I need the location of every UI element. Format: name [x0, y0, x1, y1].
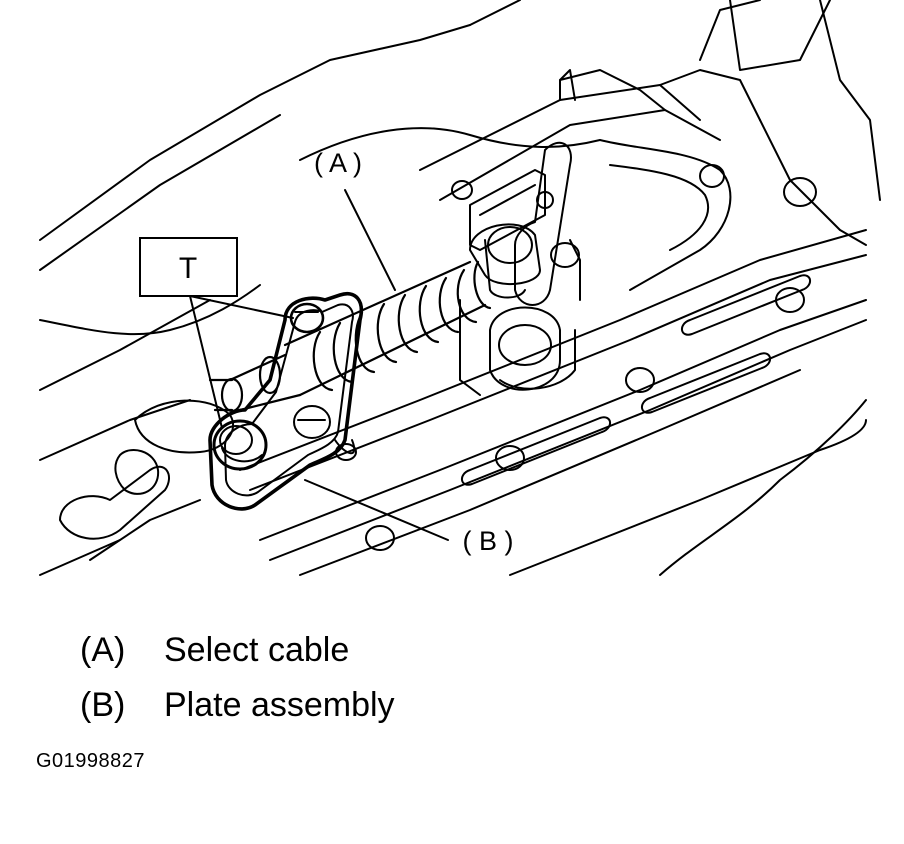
leader-line-t-upper	[189, 295, 294, 319]
select-cable-illustration: T ( A ) ( B )	[39, 0, 881, 576]
torque-callout: T	[139, 237, 238, 297]
bolt-middle	[293, 405, 331, 439]
legend-key-a: (A)	[80, 631, 126, 669]
torque-callout-label: T	[179, 252, 197, 285]
leader-line-a	[344, 189, 396, 291]
legend-key-b: (B)	[80, 686, 126, 724]
cable-clevis	[469, 223, 580, 299]
transmission-housing	[39, 0, 881, 576]
legend-row-a: (A) Select cable	[80, 633, 349, 667]
bolt-lower	[212, 419, 268, 471]
leader-line-t-lower	[189, 295, 223, 429]
leader-line-b	[304, 479, 449, 541]
callout-a: ( A )	[314, 148, 362, 178]
figure-id: G01998827	[36, 750, 146, 772]
select-lever	[459, 69, 581, 396]
legend-label-b: Plate assembly	[164, 686, 395, 724]
legend-row-b: (B) Plate assembly	[80, 688, 395, 722]
callout-b: ( B )	[463, 526, 514, 556]
legend-label-a: Select cable	[164, 631, 350, 669]
